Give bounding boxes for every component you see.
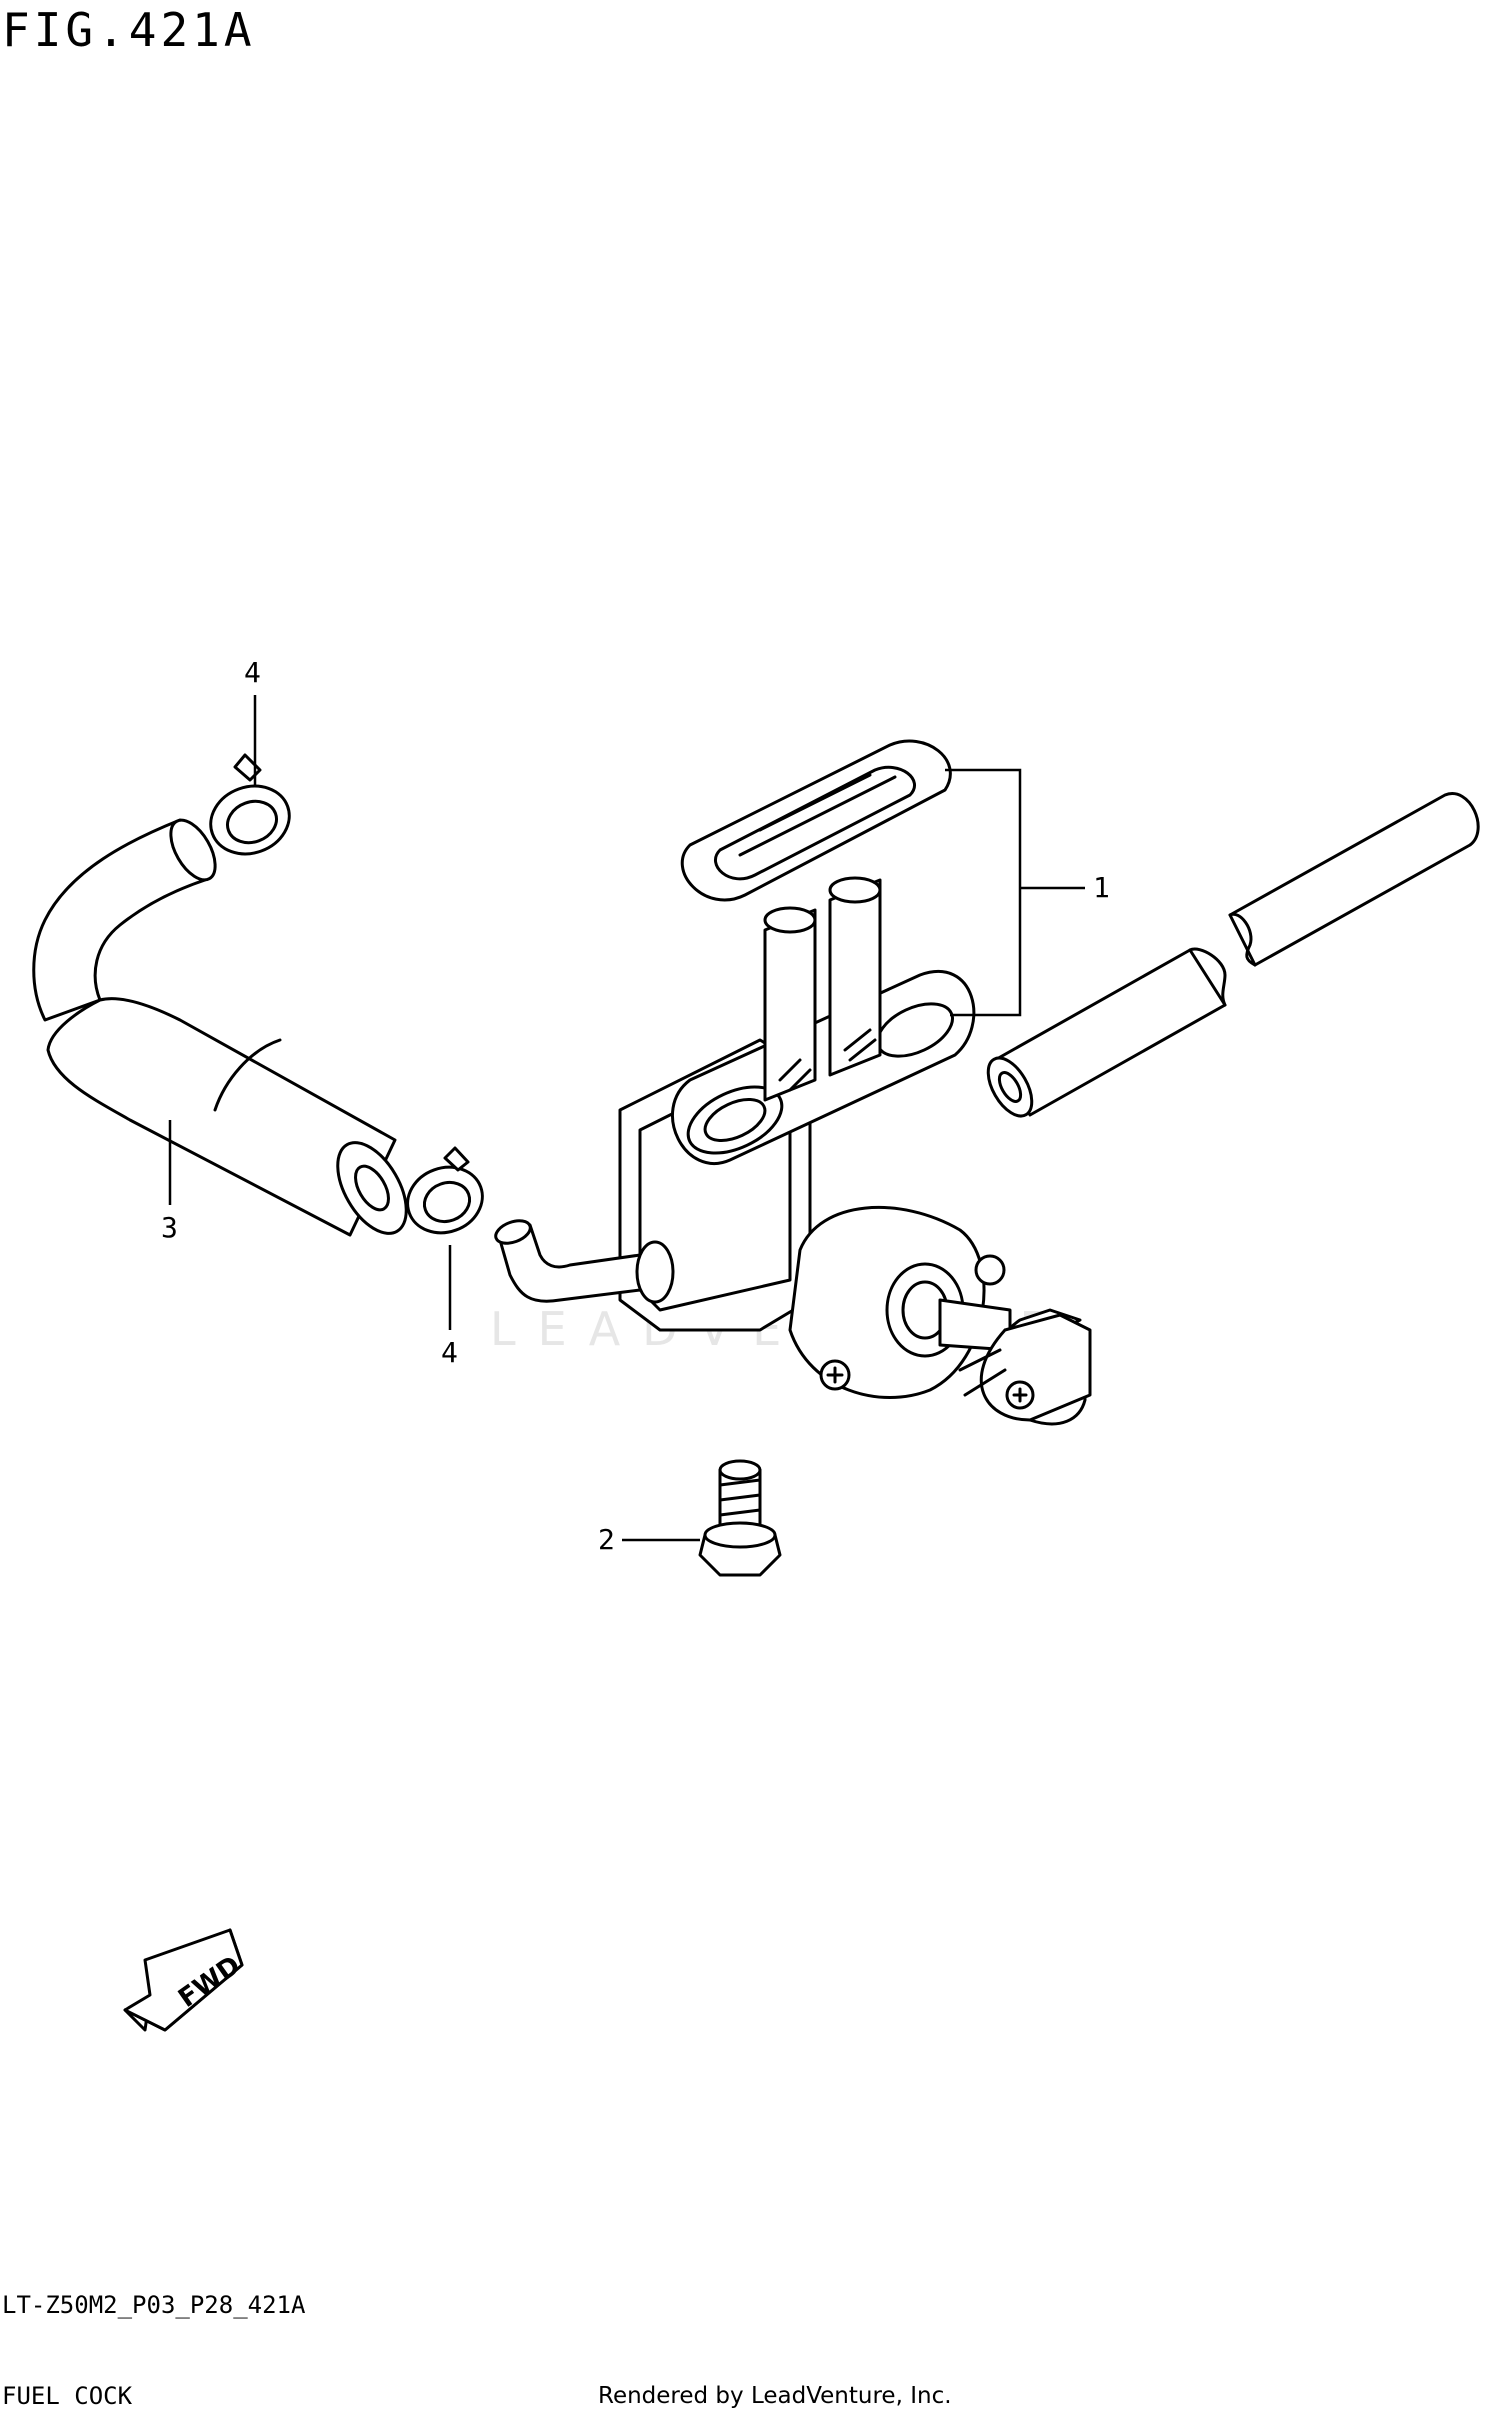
section-name: FUEL COCK bbox=[2, 2382, 133, 2410]
model-code: LT-Z50M2_P03_P28_421A bbox=[2, 2291, 306, 2319]
hose-clamp-bottom bbox=[406, 1146, 484, 1235]
callout-4-top: 4 bbox=[244, 656, 261, 689]
callout-4-bottom: 4 bbox=[441, 1336, 458, 1369]
gasket bbox=[680, 739, 952, 902]
hose-clamp-top bbox=[209, 753, 291, 856]
render-credit: Rendered by LeadVenture, Inc. bbox=[598, 2383, 952, 2409]
callout-3: 3 bbox=[161, 1211, 178, 1244]
bent-fuel-hose bbox=[32, 818, 408, 1237]
callout-2: 2 bbox=[598, 1523, 615, 1556]
leader-line-1 bbox=[945, 768, 1085, 1017]
straight-fuel-hose bbox=[986, 792, 1480, 1118]
fuel-cock-lever bbox=[938, 1298, 1092, 1426]
callout-1: 1 bbox=[1093, 871, 1110, 904]
fuel-cock-body bbox=[494, 876, 1006, 1399]
mounting-bolt bbox=[698, 1459, 782, 1577]
forward-direction-arrow bbox=[123, 1928, 244, 2032]
figure-title: FIG.421A bbox=[2, 3, 256, 57]
